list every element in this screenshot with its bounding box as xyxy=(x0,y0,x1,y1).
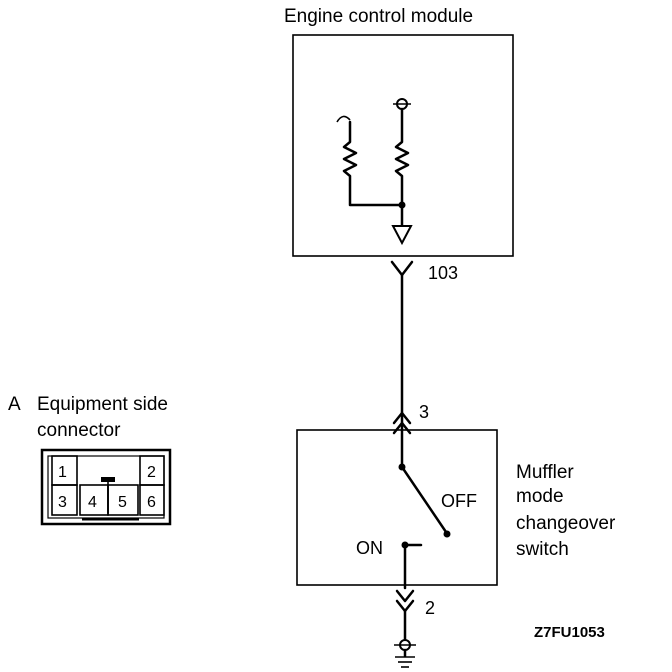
connector-tag: A xyxy=(8,394,21,415)
switch-name-line1: Muffler xyxy=(516,462,574,483)
switch-pin-2-label: 2 xyxy=(425,598,435,618)
ecm-input-triangle-icon xyxy=(391,225,413,246)
connector-title-line2: connector xyxy=(37,420,121,441)
ecm-terminal-label: 103 xyxy=(428,263,458,283)
ecm-right-resistor xyxy=(391,98,413,246)
switch-box xyxy=(296,429,498,586)
switch-pin-3-connector: 3 xyxy=(392,402,429,435)
switch-name-line2: mode xyxy=(516,486,564,507)
switch-off-contact-dot xyxy=(443,530,451,538)
connector-title-line1: Equipment side xyxy=(37,394,168,415)
switch-pin-2-connector: 2 xyxy=(395,589,435,618)
ecm-title: Engine control module xyxy=(284,6,473,27)
connector-pin-4: 4 xyxy=(88,494,97,511)
switch-mechanism xyxy=(398,431,451,590)
switch-pin-3-label: 3 xyxy=(419,402,429,422)
switch-off-label: OFF xyxy=(441,491,477,511)
connector-pin-cell-3 xyxy=(51,484,78,516)
switch-on-label: ON xyxy=(356,538,383,558)
connector-pin-6: 6 xyxy=(147,494,156,511)
ecm-junction-dot xyxy=(398,201,406,209)
ecm-box xyxy=(292,34,514,257)
connector-pin-5: 5 xyxy=(118,494,127,511)
switch-lever xyxy=(400,465,448,534)
connector-pin-cell-6 xyxy=(139,484,165,516)
figure-code: Z7FU1053 xyxy=(534,624,605,641)
connector-pin-cell-5 xyxy=(107,484,139,516)
connector-lock-tab xyxy=(101,477,115,482)
connector-pin-3: 3 xyxy=(58,494,67,511)
connector-pin-2: 2 xyxy=(147,464,156,481)
ground-icon xyxy=(394,609,416,668)
connector-pin-1: 1 xyxy=(58,464,67,481)
connector-face: 1 2 3 4 5 6 xyxy=(40,448,172,526)
switch-name-line4: switch xyxy=(516,539,569,560)
switch-name-line3: changeover xyxy=(516,513,616,534)
ecm-left-resistor xyxy=(336,115,404,207)
